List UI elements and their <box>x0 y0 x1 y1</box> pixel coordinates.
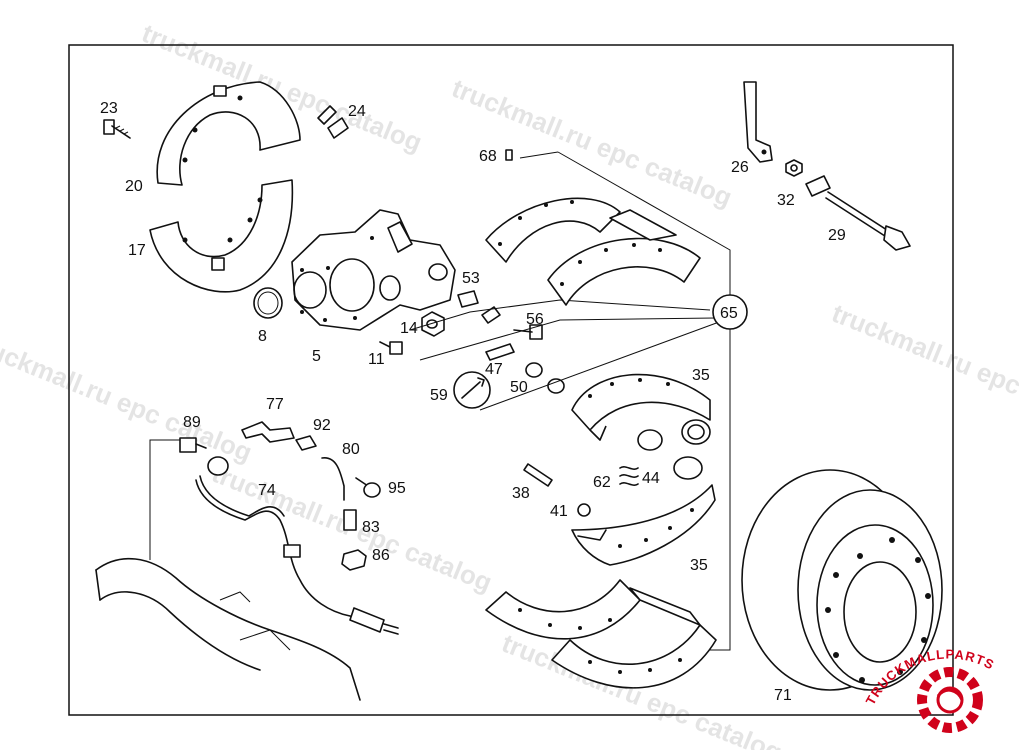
axle-housing <box>95 439 361 701</box>
callout-label: 26 <box>731 159 749 176</box>
callout-label: 47 <box>485 361 503 378</box>
bolt-11 <box>379 341 403 355</box>
clip-92 <box>295 435 317 451</box>
brake-carrier-5 <box>291 209 456 331</box>
watermark: truckmall.ru epc catalog <box>0 328 256 468</box>
spring-62 <box>619 466 639 486</box>
callout-label: 23 <box>100 100 118 117</box>
callout-label: 8 <box>258 328 267 345</box>
callout-label: 83 <box>362 519 380 536</box>
clip-41 <box>577 503 591 517</box>
callout-label: 71 <box>774 687 792 704</box>
callout-label: 77 <box>266 396 284 413</box>
brake-drum-71 <box>741 469 943 691</box>
washer-50 <box>525 362 543 378</box>
bracket-53 <box>457 290 479 308</box>
wrench-symbol-59 <box>453 371 491 409</box>
callout-label: 86 <box>372 547 390 564</box>
dust-shield-lower <box>149 179 294 293</box>
callout-label: 92 <box>313 417 331 434</box>
callout-label: 95 <box>388 480 406 497</box>
callout-circle-65 <box>712 294 748 330</box>
callout-label: 62 <box>593 474 611 491</box>
callout-label: 56 <box>526 311 544 328</box>
brake-lining-upper <box>485 197 701 306</box>
callout-label: 17 <box>128 242 146 259</box>
callout-label: 35 <box>692 367 710 384</box>
callout-label: 44 <box>642 470 660 487</box>
callout-label: 29 <box>828 227 846 244</box>
connector-89 <box>179 437 229 476</box>
callout-label: 38 <box>512 485 530 502</box>
callout-label: 5 <box>312 348 321 365</box>
bolt-23 <box>103 119 131 139</box>
cable-80 <box>321 457 345 501</box>
callout-label: 20 <box>125 178 143 195</box>
sleeve-83 <box>343 509 357 531</box>
watermark: truckmall.ru epc catalog <box>828 298 1024 438</box>
group-lines <box>409 151 731 651</box>
callout-label: 89 <box>183 414 201 431</box>
brake-lining-lower <box>485 579 717 689</box>
screw-68 <box>505 149 513 161</box>
callout-label: 65 <box>720 305 738 322</box>
nut-32 <box>785 159 803 177</box>
callout-label: 32 <box>777 192 795 209</box>
callout-label: 80 <box>342 441 360 458</box>
brake-shoe-upper <box>571 373 711 445</box>
bracket-26 <box>743 81 773 163</box>
watermark: truckmall.ru epc catalog <box>498 628 787 750</box>
sensor-29 <box>805 175 911 251</box>
callout-label: 41 <box>550 503 568 520</box>
wear-sensor-harness-74 <box>195 475 399 635</box>
callout-label: 24 <box>348 103 366 120</box>
callout-label: 68 <box>479 148 497 165</box>
callout-labels: 23 24 20 17 8 5 11 14 53 56 47 59 50 68 … <box>100 100 846 704</box>
callout-label: 50 <box>510 379 528 396</box>
bolt-95 <box>355 477 381 498</box>
callout-label: 14 <box>400 320 418 337</box>
callout-label: 53 <box>462 270 480 287</box>
seal-ring-8 <box>253 287 283 319</box>
dust-shield-upper <box>156 81 301 186</box>
callout-label: 35 <box>690 557 708 574</box>
callout-label: 59 <box>430 387 448 404</box>
bushing-14 <box>421 311 445 337</box>
clip-24 <box>317 105 349 139</box>
clamp-86 <box>341 549 367 571</box>
bracket-77 <box>241 421 295 443</box>
pin-38 <box>523 463 553 487</box>
watermark: truckmall.ru epc catalog <box>448 73 737 213</box>
roller-44 <box>637 429 663 451</box>
brake-shoe-lower <box>571 484 716 566</box>
diagram-frame <box>68 44 954 716</box>
callout-label: 11 <box>368 351 385 368</box>
callout-label: 74 <box>258 482 276 499</box>
pin-47 <box>485 343 515 361</box>
